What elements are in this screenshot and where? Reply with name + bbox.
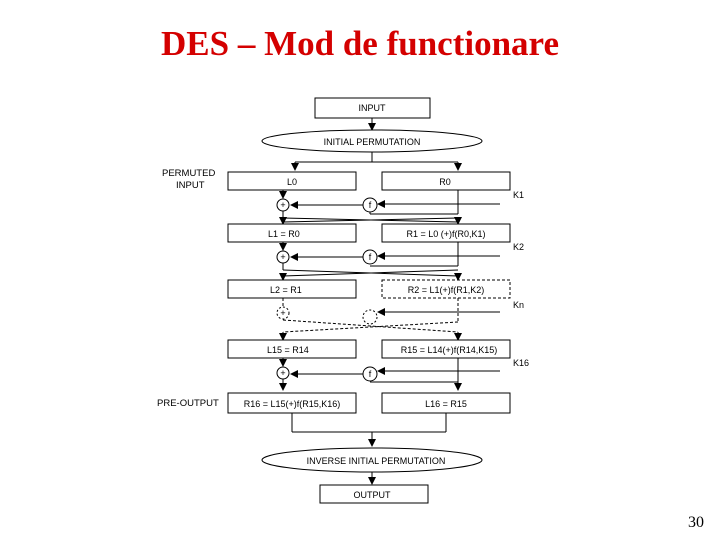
inverse-initial-permutation-label: INVERSE INITIAL PERMUTATION bbox=[307, 456, 446, 466]
k16-label: K16 bbox=[513, 358, 529, 368]
r15-box bbox=[381, 339, 511, 359]
slide-title: DES – Mod de functionare bbox=[161, 24, 559, 63]
f-function-icon bbox=[362, 309, 378, 325]
r1-label: R1 = L0 (+)f(R0,K1) bbox=[406, 229, 485, 239]
l1-box bbox=[227, 223, 357, 243]
l0-box bbox=[227, 171, 357, 191]
initial-permutation-label: INITIAL PERMUTATION bbox=[324, 137, 421, 147]
permuted-input-label-1: PERMUTED bbox=[162, 168, 215, 179]
r2-box bbox=[381, 279, 511, 299]
f-symbol: f bbox=[369, 252, 372, 262]
l2-label: L2 = R1 bbox=[270, 285, 302, 295]
xor-icon bbox=[276, 306, 290, 320]
r0-label: R0 bbox=[439, 177, 451, 187]
page-number: 30 bbox=[688, 514, 704, 531]
permuted-input-label-2: INPUT bbox=[176, 180, 205, 191]
kn-label: Kn bbox=[513, 300, 524, 310]
xor-symbol: + bbox=[280, 200, 285, 210]
xor-symbol: + bbox=[280, 368, 285, 378]
xor-symbol: + bbox=[280, 252, 285, 262]
l0-label: L0 bbox=[287, 177, 297, 187]
k1-label: K1 bbox=[513, 190, 524, 200]
r1-box bbox=[381, 223, 511, 243]
xor-symbol: + bbox=[280, 308, 285, 318]
l16-label: L16 = R15 bbox=[425, 399, 467, 409]
f-symbol: f bbox=[369, 200, 372, 210]
r15-label: R15 = L14(+)f(R14,K15) bbox=[401, 345, 498, 355]
output-box bbox=[319, 484, 429, 504]
f-symbol: f bbox=[369, 369, 372, 379]
pre-output-label: PRE-OUTPUT bbox=[157, 398, 219, 409]
l2-box bbox=[227, 279, 357, 299]
l15-box bbox=[227, 339, 357, 359]
r2-label: R2 = L1(+)f(R1,K2) bbox=[408, 285, 485, 295]
r0-box bbox=[381, 171, 511, 191]
k2-label: K2 bbox=[513, 242, 524, 252]
l15-label: L15 = R14 bbox=[267, 345, 309, 355]
l1-label: L1 = R0 bbox=[268, 229, 300, 239]
output-label: OUTPUT bbox=[354, 490, 392, 500]
r16-label: R16 = L15(+)f(R15,K16) bbox=[244, 399, 341, 409]
input-label: INPUT bbox=[359, 103, 387, 113]
